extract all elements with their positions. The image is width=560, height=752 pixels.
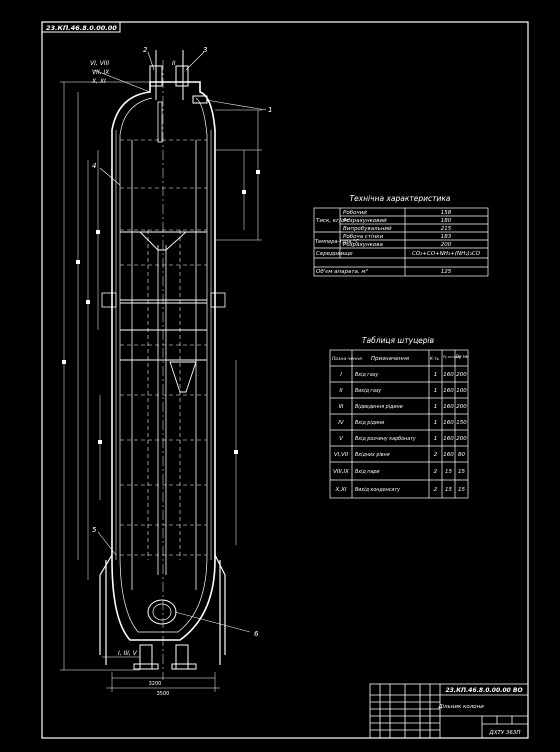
vessel-shell <box>99 50 226 680</box>
nozzle-cell-r7-c3: 15 <box>445 487 452 493</box>
nozzle-cell-r2-c2: 1 <box>434 404 438 410</box>
nozzle-cell-r1-c4: 100 <box>456 388 467 394</box>
tech-value-4: 200 <box>441 242 452 248</box>
nozzle-cell-r6-c4: 15 <box>458 469 465 475</box>
nozzle-cell-r4-c3: 160 <box>443 436 454 442</box>
nozzle-cell-r4-c4: 200 <box>456 436 467 442</box>
nozzle-mark-top-1: VI, VIII <box>90 60 109 67</box>
nozzle-cell-r1-c0: II <box>339 388 343 394</box>
tech-table-text: Тиск, кг/см² Темпера-тура,°С Робочий 158… <box>315 210 481 275</box>
nozzle-cell-r0-c1: Вхід газу <box>355 372 378 378</box>
tech-param-0: Робочий <box>343 210 367 216</box>
tech-table-grid <box>313 207 489 277</box>
dimension-ticks <box>62 170 260 454</box>
nozzle-cell-r6-c0: VIII,IX <box>333 469 349 475</box>
nozzle-table-title: Таблиця штуцерів <box>362 336 434 345</box>
nozzle-cell-r3-c1: Вхід рідини <box>355 420 384 426</box>
tech-param-2: Випробувальний <box>343 226 392 232</box>
nozzle-cell-r3-c4: 150 <box>456 420 467 426</box>
nozzle-cell-r2-c0: III <box>339 404 344 410</box>
tech-value-2: 215 <box>441 226 452 232</box>
tech-value-5: CO₂+CO+NH₃+(NH₂)₂CO <box>412 251 481 257</box>
callout-2: 2 <box>143 46 148 54</box>
nozzle-cell-r3-c2: 1 <box>434 420 438 426</box>
tech-param-6: Об'єм апарата, м³ <box>316 268 369 275</box>
nozzle-mark-top-2: VII, IX <box>92 69 110 76</box>
nozzle-cell-r7-c0: X,XI <box>335 487 347 493</box>
nozzle-cell-r0-c3: 160 <box>443 372 454 378</box>
nozzle-mark-mid-2: II <box>172 60 176 67</box>
nozzle-cell-r5-c3: 160 <box>443 452 454 458</box>
title-block-code: 23.КП.46.8.0.00.00 ВО <box>445 687 522 694</box>
nozzle-cell-r0-c0: I <box>340 372 342 378</box>
tech-param-5: Середовище <box>316 251 353 257</box>
stamp-top-code: 23.КП.46.8.0.00.00 <box>46 24 117 32</box>
title-block-org: ДХТУ 363П <box>488 730 520 736</box>
callout-4: 4 <box>92 162 96 170</box>
tech-table-title: Технічна характеристика <box>350 194 451 203</box>
nozzle-cell-r0-c2: 1 <box>434 372 438 378</box>
nozzle-cell-r6-c3: 15 <box>445 469 452 475</box>
nozzle-cell-r7-c4: 15 <box>458 487 465 493</box>
sheet-frame <box>41 21 529 739</box>
nozzle-cell-r5-c4: 80 <box>458 452 465 458</box>
tech-param-4: Розрахункова <box>343 242 384 248</box>
dim-bottom-2: 3500 <box>157 691 170 697</box>
leader-lines <box>93 51 267 633</box>
nozzle-header-purpose: Призначення <box>371 356 410 362</box>
nozzle-cell-r2-c1: Відведення рідини <box>355 404 403 410</box>
tech-value-1: 180 <box>441 218 452 224</box>
callout-5: 5 <box>92 526 97 534</box>
nozzle-cell-r7-c1: Вихід конденсату <box>355 487 400 493</box>
tech-value-6: 125 <box>441 269 452 275</box>
nozzle-table-grid <box>329 349 469 499</box>
nozzle-cell-r1-c3: 160 <box>443 388 454 394</box>
nozzle-cell-r7-c2: 2 <box>434 487 438 493</box>
nozzle-cell-r5-c0: VI,VII <box>334 452 349 458</box>
stamp-top-box <box>41 21 121 33</box>
nozzle-cell-r5-c2: 2 <box>434 452 438 458</box>
callout-6: 6 <box>254 630 259 638</box>
nozzle-header-mark: Позна-чення <box>332 356 362 362</box>
nozzle-table-header: Позна-чення Призначення К-ть Ру кгс/см² … <box>332 354 469 362</box>
nozzle-cell-r2-c4: 200 <box>456 404 467 410</box>
nozzle-header-qty: К-ть <box>430 356 440 361</box>
nozzle-header-diameter: Dy мм <box>456 354 469 359</box>
nozzle-cell-r4-c1: Вхід розчину карбонату <box>355 436 416 442</box>
nozzle-cell-r4-c2: 1 <box>434 436 438 442</box>
nozzle-cell-r3-c0: IV <box>338 420 345 426</box>
dim-bottom-1: 3200 <box>149 681 162 687</box>
callout-1: 1 <box>268 106 272 114</box>
nozzle-cell-r4-c0: V <box>339 436 344 442</box>
title-block-grid <box>369 683 529 739</box>
nozzle-mark-bottom: I, III, V <box>118 650 138 657</box>
nozzle-header-pressure: Ру кгс/см² <box>443 355 462 359</box>
nozzle-cell-r1-c1: Вихід газу <box>355 388 381 394</box>
tech-value-0: 158 <box>441 210 452 216</box>
tech-param-1: Розрахунковий <box>343 218 387 224</box>
tech-group-pressure: Тиск, кг/см² <box>316 217 351 224</box>
tech-group-temperature: Темпера-тура,°С <box>315 239 359 245</box>
tech-param-3: Робоча стінки <box>343 234 383 240</box>
nozzle-cell-r6-c2: 2 <box>434 469 438 475</box>
callout-3: 3 <box>203 46 207 54</box>
nozzle-cell-r6-c1: Вхід пари <box>355 469 380 475</box>
nozzle-cell-r0-c4: 200 <box>456 372 467 378</box>
nozzle-cell-r5-c1: Вхідних рівня <box>355 452 390 458</box>
nozzle-cell-r2-c3: 160 <box>443 404 454 410</box>
nozzle-mark-top-3: X, XI <box>91 78 106 85</box>
title-block-name: Дільник колони <box>437 704 484 710</box>
nozzle-cell-r3-c3: 160 <box>443 420 454 426</box>
nozzle-cell-r1-c2: 1 <box>434 388 438 394</box>
tech-value-3: 183 <box>441 234 452 240</box>
